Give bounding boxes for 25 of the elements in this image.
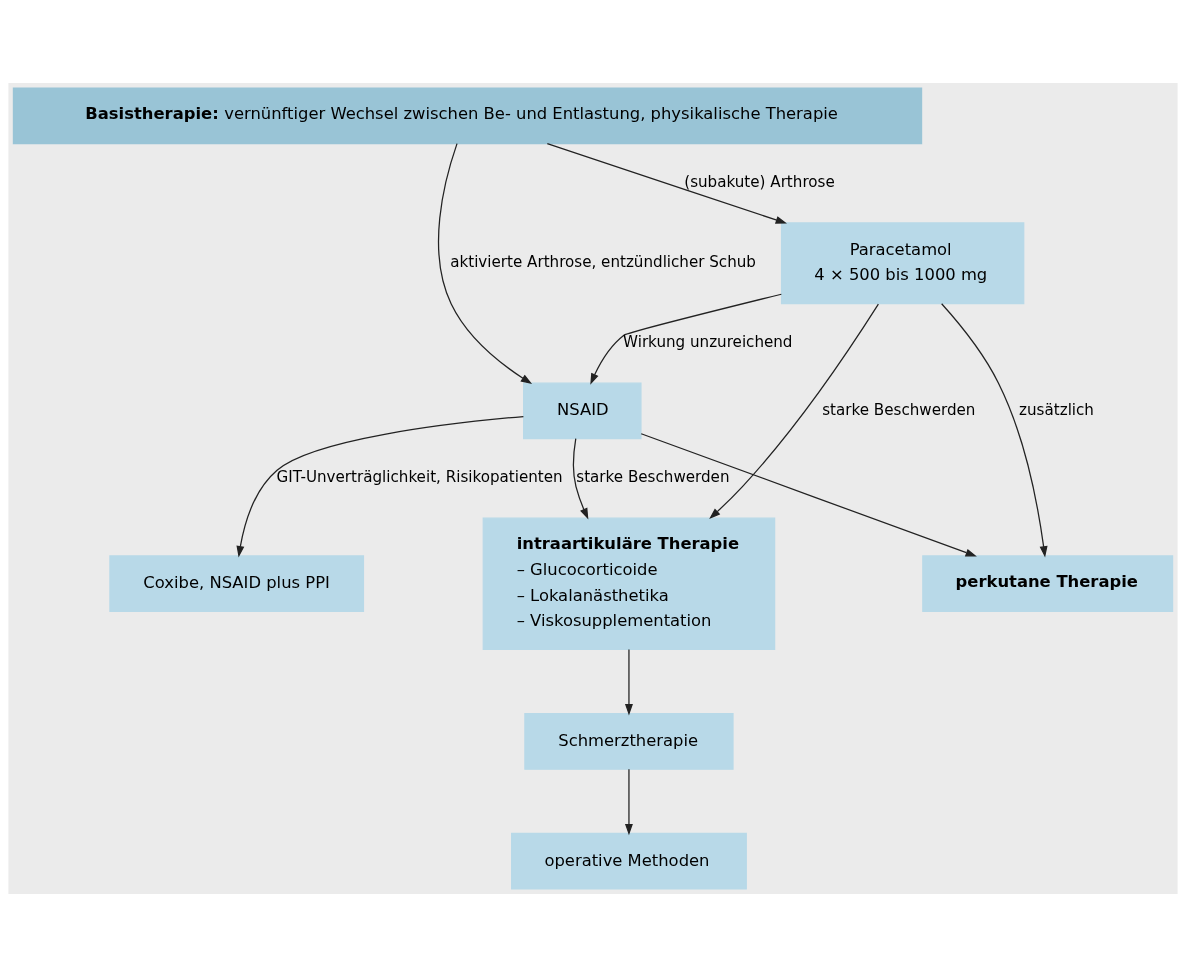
arrow xyxy=(624,648,633,716)
arrow xyxy=(236,415,524,558)
arrow xyxy=(640,433,977,557)
node-box: operative Methoden xyxy=(511,832,747,890)
arrow xyxy=(590,293,782,385)
edge-label: GIT-Unverträglichkeit, Risikopatienten xyxy=(276,468,563,487)
arrow xyxy=(546,143,787,224)
node-box: Paracetamol 4 × 500 bis 1000 mg xyxy=(780,222,1025,305)
node-box: intraartikuläre Therapie – Glucocorticoide – Lokalanästhetika – Viskosupplementation xyxy=(482,517,776,650)
arrow xyxy=(941,303,1048,558)
edge-label: zusätzlich xyxy=(1019,400,1094,419)
arrow xyxy=(437,143,533,385)
edge-label: Wirkung unzureichend xyxy=(623,333,793,352)
arrow xyxy=(572,438,589,520)
arrow xyxy=(624,768,633,836)
edge-label: aktivierte Arthrose, entzündlicher Schub xyxy=(450,253,756,272)
node-box: Basistherapie: vernünftiger Wechsel zwischen Be- und Entlastung, physikalische Therapie xyxy=(12,87,923,145)
arrow xyxy=(709,303,879,520)
node-box: perkutane Therapie xyxy=(922,555,1174,613)
node-box: NSAID xyxy=(523,382,642,440)
node-box: Schmerztherapie xyxy=(524,713,734,770)
edge-label: starke Beschwerden xyxy=(576,468,730,487)
node-box: Coxibe, NSAID plus PPI xyxy=(109,555,365,613)
edge-label: starke Beschwerden xyxy=(822,400,976,419)
edge-label: (subakute) Arthrose xyxy=(684,173,835,192)
